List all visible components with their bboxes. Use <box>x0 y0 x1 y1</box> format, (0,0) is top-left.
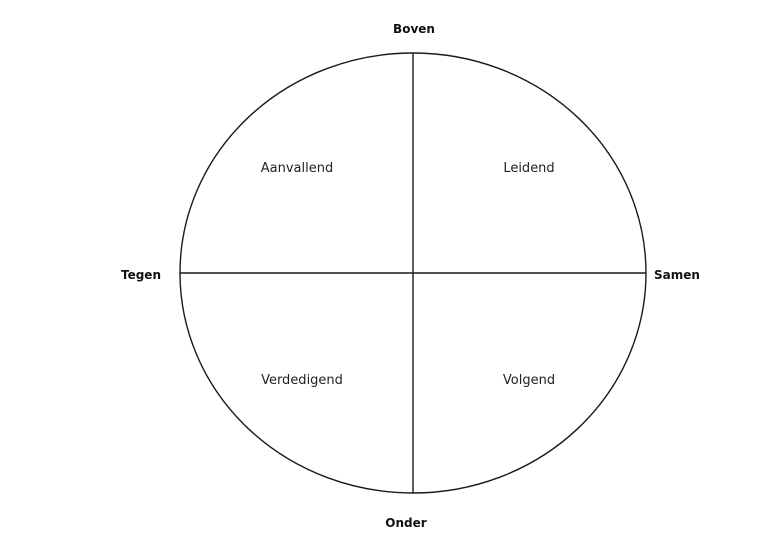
quadrant-label-bottom-right: Volgend <box>503 373 555 388</box>
axis-label-top: Boven <box>393 22 435 36</box>
axis-label-left: Tegen <box>121 268 161 282</box>
quadrant-label-bottom-left: Verdedigend <box>261 373 343 388</box>
quadrant-label-top-left: Aanvallend <box>261 161 333 176</box>
quadrant-label-top-right: Leidend <box>503 161 554 176</box>
axis-label-bottom: Onder <box>385 516 426 530</box>
axis-label-right: Samen <box>654 268 700 282</box>
